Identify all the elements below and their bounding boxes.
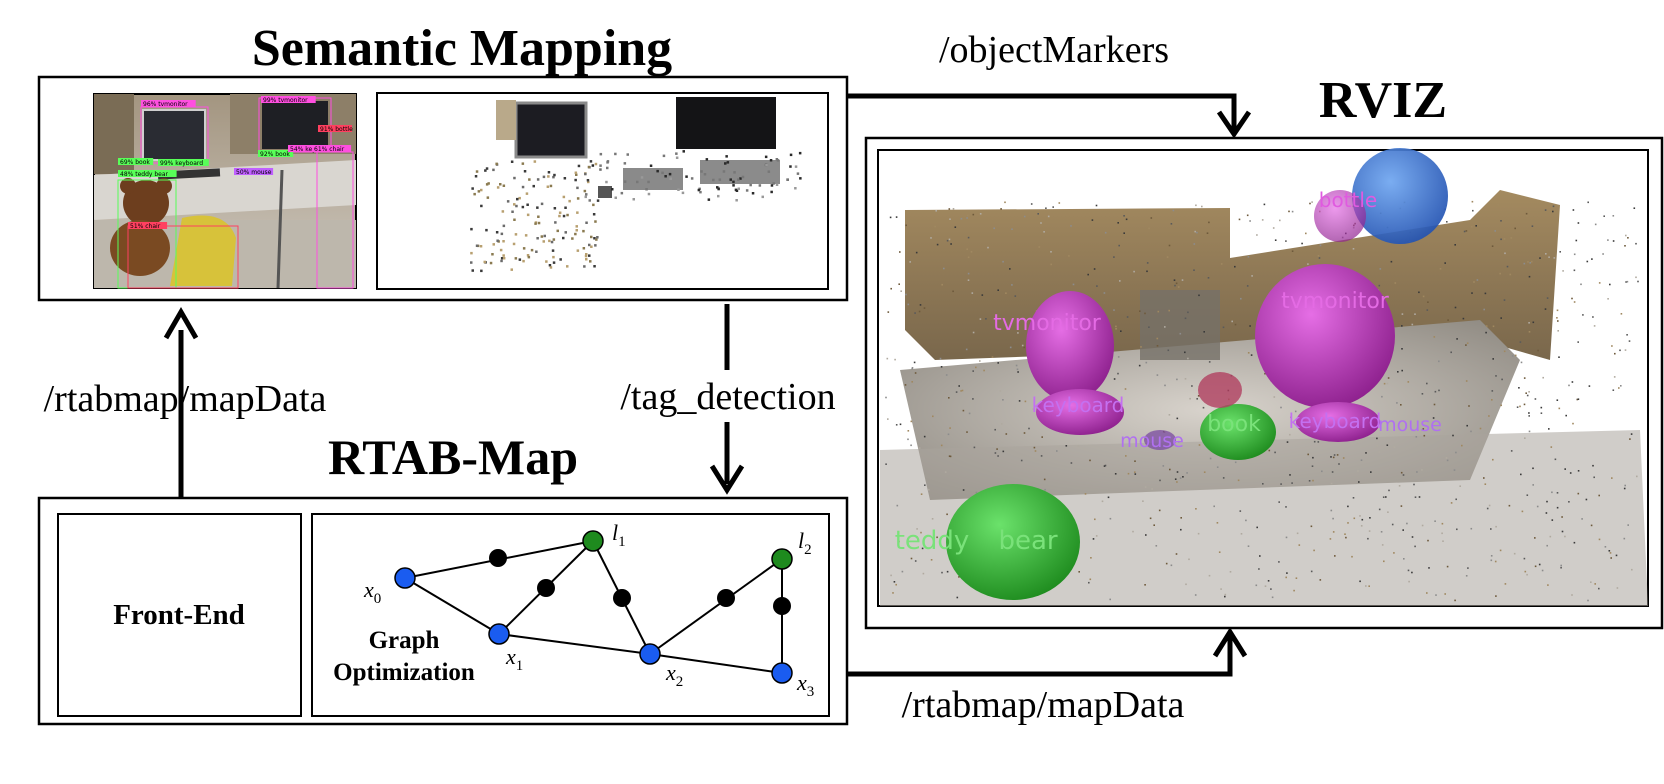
svg-text:99% tvmonitor: 99% tvmonitor (263, 97, 308, 104)
detection-label: 99% tvmonitor (261, 96, 316, 104)
detection-label: 61% chair (312, 145, 352, 153)
detection-label: 50% mouse (234, 168, 274, 176)
detected-teddy-head (123, 180, 169, 226)
detection-label: 69% book (118, 158, 154, 166)
topic-tag-detection: /tag_detection (620, 376, 835, 418)
rviz-book-marker (1200, 404, 1276, 460)
rviz-label-keyboard-left: keyboard (1032, 393, 1125, 417)
detection-label: 92% book (258, 150, 294, 158)
arrow-mapdata-up (163, 306, 199, 497)
semantic-mapping-title: Semantic Mapping (252, 20, 672, 77)
svg-text:54% keyboard: 54% keyboard (290, 146, 333, 153)
landmark-node-l1 (582, 530, 604, 552)
rviz-label-teddy: teddy (895, 526, 970, 556)
svg-text:51% chair: 51% chair (130, 223, 161, 230)
rviz-label-bottle: bottle (1319, 188, 1377, 212)
rviz-tvmonitor-left-marker (1026, 291, 1114, 401)
front-end-box (57, 513, 302, 717)
topic-rtabmap-mapdata-left: /rtabmap/mapData (44, 378, 327, 420)
front-end-label: Front-End (113, 599, 245, 631)
landmark-node-l2 (771, 548, 793, 570)
factor-graph (404, 540, 783, 674)
rtabmap-title: RTAB-Map (328, 429, 578, 485)
pose-node-x2 (639, 643, 661, 665)
pose-label-x3: x3 (796, 670, 814, 700)
rviz-label-book: book (1207, 412, 1261, 437)
factor-node (537, 579, 555, 597)
pose-label-x0: x0 (363, 577, 381, 607)
topic-rtabmap-mapdata-bottom: /rtabmap/mapData (902, 684, 1185, 726)
pose-node-x3 (771, 662, 793, 684)
detection-label: 96% tvmonitor (141, 100, 196, 108)
rviz-keyboard-left-marker (1036, 389, 1124, 435)
factor-nodes (489, 549, 791, 615)
pose-label-x1: x1 (505, 644, 523, 674)
landmark-nodes (582, 530, 793, 570)
arrow-mapdata-bottom (848, 627, 1248, 677)
topic-object-markers: /objectMarkers (939, 29, 1169, 71)
detection-label: 51% chair (128, 222, 168, 230)
rviz-outer-box (864, 136, 1664, 630)
detected-monitor-right (262, 101, 328, 149)
svg-text:99% keyboard: 99% keyboard (160, 160, 203, 167)
factor-node (613, 589, 631, 607)
graph-optimization-box (311, 513, 830, 717)
landmark-label-l2: l2 (798, 528, 812, 558)
rviz-label-tvmonitor-right: tvmonitor (1281, 289, 1390, 314)
factor-node (717, 589, 735, 607)
graph-optimization-label-line2: Optimization (333, 659, 475, 686)
factor-node (773, 597, 791, 615)
landmark-label-l1: l1 (612, 520, 626, 550)
svg-text:92% book: 92% book (260, 151, 290, 158)
arrow-object-markers (848, 93, 1252, 139)
rviz-view: bottle tvmonitor tvmonitor keyboard keyb… (877, 148, 1649, 607)
rviz-label-keyboard-right: keyboard (1289, 409, 1382, 433)
semantic-mapping-box (37, 75, 849, 302)
pose-nodes (394, 567, 793, 684)
rviz-label-tvmonitor-left: tvmonitor (993, 311, 1102, 336)
rtabmap-box (37, 496, 849, 726)
svg-text:48% teddy bear: 48% teddy bear (120, 171, 169, 178)
rviz-label-mouse-left: mouse (1120, 430, 1184, 452)
svg-text:69% book: 69% book (120, 159, 150, 166)
svg-text:91% bottle: 91% bottle (320, 126, 353, 133)
detected-monitor-left (142, 109, 206, 161)
rviz-tvmonitor-right-marker (1255, 264, 1395, 408)
rviz-bottle-marker (1352, 148, 1448, 244)
pose-node-x1 (488, 623, 510, 645)
svg-text:96% tvmonitor: 96% tvmonitor (143, 101, 188, 108)
semantic-point-cloud-map (376, 92, 829, 290)
svg-text:61% chair: 61% chair (314, 146, 345, 153)
arrow-tag-detection-down (709, 304, 745, 495)
detection-image: 96% tvmonitor 99% tvmonitor 91% bottle 69% … (93, 93, 357, 289)
detection-label: 48% teddy bear (118, 170, 177, 178)
rviz-teddy-bear-marker (946, 484, 1080, 600)
rviz-keyboard-right-marker (1296, 402, 1380, 442)
rviz-title: RVIZ (1319, 72, 1447, 129)
rviz-label-bear: bear (998, 526, 1057, 556)
pose-label-x2: x2 (665, 660, 683, 690)
detection-label: 91% bottle (318, 125, 353, 133)
factor-node (489, 549, 507, 567)
detection-label: 99% keyboard (158, 159, 209, 167)
rviz-label-mouse-right: mouse (1378, 414, 1442, 436)
svg-text:50% mouse: 50% mouse (236, 169, 272, 176)
graph-optimization-label-line1: Graph (369, 627, 440, 654)
pose-node-x0 (394, 567, 416, 589)
